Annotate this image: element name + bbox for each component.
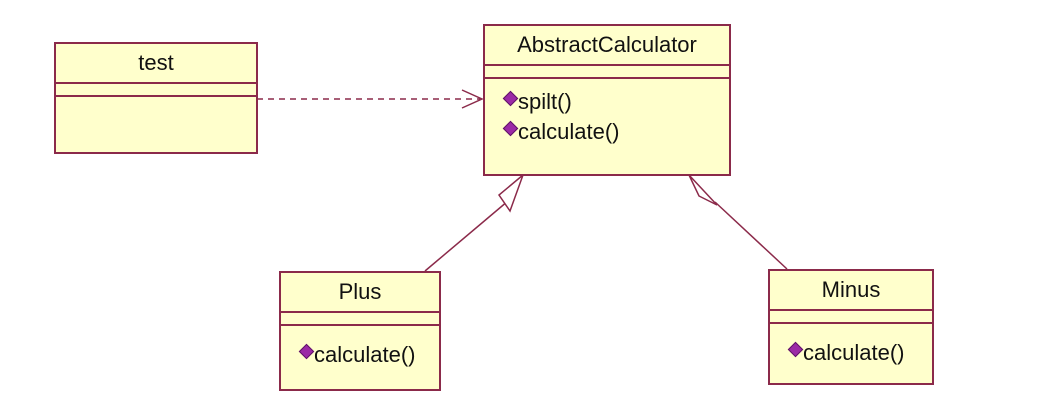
class-name: AbstractCalculator <box>485 26 729 66</box>
attributes-compartment <box>281 313 439 326</box>
operation-item[interactable]: calculate() <box>502 117 729 147</box>
plus-generalization-line <box>424 200 509 272</box>
operation-label: calculate() <box>314 342 416 367</box>
minus-generalization-line <box>714 201 788 270</box>
class-test[interactable]: test <box>54 42 258 154</box>
class-plus[interactable]: Plus calculate() <box>279 271 441 391</box>
operation-label: calculate() <box>803 340 905 365</box>
class-minus[interactable]: Minus calculate() <box>768 269 934 385</box>
operation-label: calculate() <box>518 119 620 144</box>
class-name: test <box>56 44 256 84</box>
attributes-compartment <box>485 66 729 79</box>
attributes-compartment <box>56 84 256 97</box>
operations-compartment: calculate() <box>281 326 439 389</box>
operations-compartment: calculate() <box>770 324 932 383</box>
class-name: Minus <box>770 271 932 311</box>
dependency-arrowhead <box>461 89 484 109</box>
operations-compartment <box>56 97 256 152</box>
operation-item[interactable]: calculate() <box>298 340 439 370</box>
minus-generalization-arrowhead <box>688 174 718 206</box>
class-abstract-calculator[interactable]: AbstractCalculator spilt() calculate() <box>483 24 731 176</box>
operation-label: spilt() <box>518 89 572 114</box>
operations-compartment: spilt() calculate() <box>485 79 729 174</box>
operation-item[interactable]: spilt() <box>502 87 729 117</box>
plus-generalization-arrowhead <box>497 172 525 213</box>
operation-item[interactable]: calculate() <box>787 338 932 368</box>
class-name: Plus <box>281 273 439 313</box>
attributes-compartment <box>770 311 932 324</box>
